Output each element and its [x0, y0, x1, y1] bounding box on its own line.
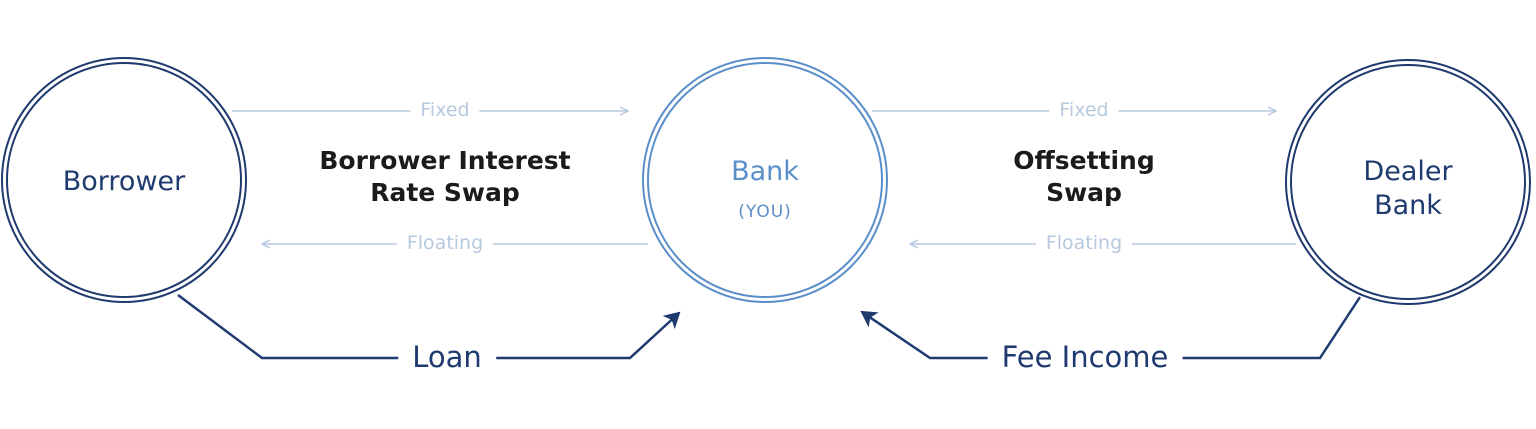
right-fixed-label: Fixed — [1049, 99, 1119, 121]
right-floating-label: Floating — [1035, 232, 1133, 254]
fee-income-label: Fee Income — [987, 340, 1183, 374]
right-swap-title-line1: Offsetting — [1013, 146, 1155, 175]
bank-sublabel: (YOU) — [738, 202, 792, 222]
left-fixed-label: Fixed — [410, 99, 480, 121]
right-swap-title-line2: Swap — [1046, 178, 1122, 207]
left-swap-title-line2: Rate Swap — [370, 178, 520, 207]
borrower-label: Borrower — [62, 166, 186, 197]
dealer-label-line2: Bank — [1374, 190, 1442, 221]
dealer-label-line1: Dealer — [1363, 156, 1453, 187]
left-floating-label: Floating — [396, 232, 494, 254]
borrower-node-circle — [1, 57, 247, 303]
left-swap-title-line1: Borrower Interest — [319, 146, 571, 175]
bank-node-circle — [642, 57, 888, 303]
bank-label: Bank — [731, 156, 799, 187]
dealer-bank-node-circle — [1285, 59, 1531, 305]
loan-label: Loan — [398, 340, 496, 374]
